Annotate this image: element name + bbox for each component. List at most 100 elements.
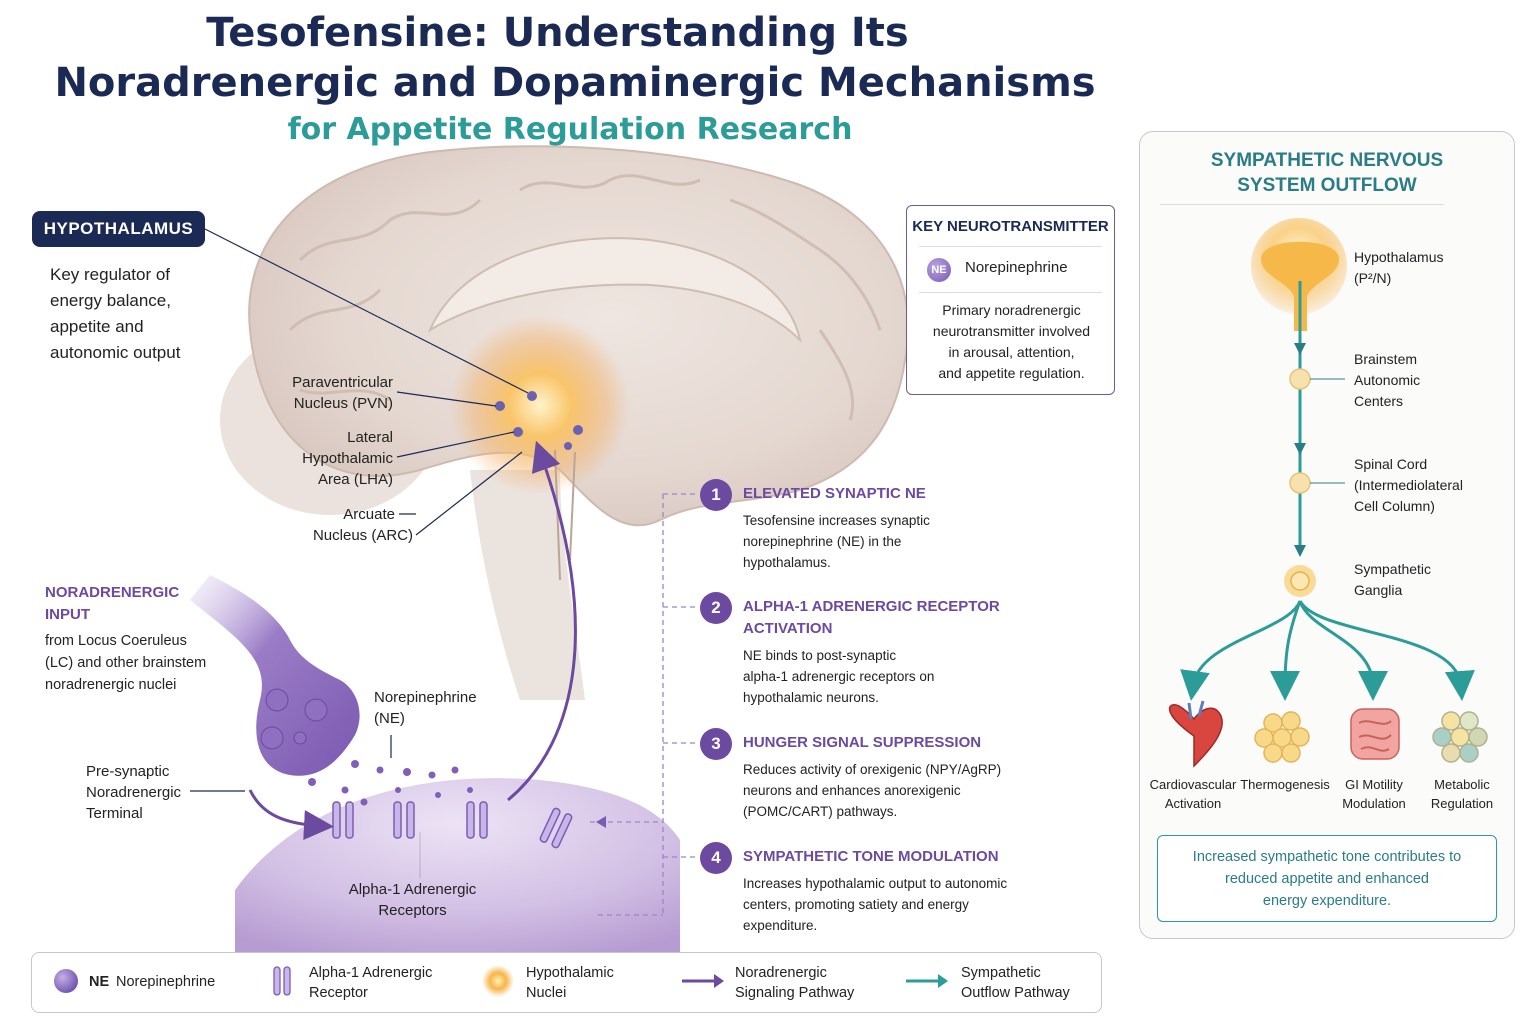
sns-node-line: Sympathetic (1354, 561, 1432, 577)
output-metabolic: Metabolic Regulation (1412, 775, 1512, 813)
step-desc-line: centers, promoting satiety and energy (743, 897, 969, 912)
sns-node-line: Brainstem (1354, 351, 1418, 367)
step-4-title: SYMPATHETIC TONE MODULATION (743, 846, 1003, 868)
arc-label: Arcuate (270, 504, 395, 525)
legend-sympathetic-arrow-icon (906, 974, 948, 988)
page-title-line2: Noradrenergic and Dopaminergic Mechanism… (54, 60, 1096, 106)
noradrenergic-desc-line: from Locus Coeruleus (45, 633, 187, 649)
hypothalamus-desc-line: Key regulator of (50, 265, 171, 284)
step-title-line: SYMPATHETIC TONE MODULATION (743, 848, 999, 865)
sns-node-line: Cell Column) (1354, 498, 1435, 514)
step-4-number: 4 (700, 842, 732, 874)
presynaptic-terminal-label: Pre-synaptic Noradrenergic Terminal (86, 761, 196, 824)
step-2-description: NE binds to post-synaptic alpha-1 adrene… (743, 645, 1013, 708)
legend-noradrenergic-arrow-icon (682, 974, 724, 988)
sns-node-line: (P²/N) (1354, 270, 1392, 286)
lha-label-line: Area (LHA) (317, 471, 393, 488)
legend-line: Noradrenergic (735, 965, 827, 981)
noradrenergic-title-line: INPUT (45, 606, 90, 623)
output-gi-motility: GI Motility Modulation (1324, 775, 1424, 813)
lha-label-line: Lateral (347, 429, 393, 446)
output-label-line: Activation (1164, 796, 1222, 811)
step-desc-line: alpha-1 adrenergic receptors on (743, 669, 935, 684)
step-title-line: ALPHA-1 ADRENERGIC RECEPTOR (743, 598, 1000, 615)
page-subtitle: for Appetite Regulation Research (287, 112, 853, 147)
step-desc-line: neurons and enhances anorexigenic (743, 783, 961, 798)
step-desc-line: NE binds to post-synaptic (743, 648, 897, 663)
key-neurotransmitter-title: KEY NEUROTRANSMITTER (912, 218, 1109, 235)
legend-ne-icon (54, 969, 78, 993)
sns-title-line: SYSTEM OUTFLOW (1237, 175, 1417, 196)
divider (919, 292, 1102, 293)
step-desc-line: hypothalamic neurons. (743, 690, 879, 705)
legend-line: Hypothalamic (526, 965, 614, 981)
noradrenergic-desc-line: (LC) and other brainstem (45, 655, 207, 671)
legend: NE Norepinephrine Alpha-1 Adrenergic Rec… (31, 952, 1102, 1013)
hypothalamus-desc-line: autonomic output (50, 343, 181, 362)
sns-node-line: (Intermediolateral (1354, 477, 1463, 493)
intestine-icon (1350, 708, 1400, 760)
legend-icons (54, 965, 948, 997)
fat-cells-icon (1254, 711, 1310, 763)
note-line: Increased sympathetic tone contributes t… (1192, 849, 1462, 865)
step-3-description: Reduces activity of orexigenic (NPY/AgRP… (743, 759, 1013, 822)
output-label-line: GI Motility (1345, 777, 1403, 792)
sympathetic-outflow-title: SYMPATHETIC NERVOUS SYSTEM OUTFLOW (1140, 148, 1514, 198)
step-desc-line: expenditure. (743, 918, 818, 933)
sns-node-line: Autonomic (1354, 372, 1421, 388)
step-2-number: 2 (700, 592, 732, 624)
legend-line: Receptor (309, 985, 368, 1001)
legend-sympathetic-label: Sympathetic Outflow Pathway (961, 963, 1070, 1003)
arc-label-line: Arcuate (343, 506, 395, 523)
hypothalamus-desc-line: appetite and (50, 317, 144, 336)
noradrenergic-title-line: NORADRENERGIC (45, 584, 180, 601)
step-title-line: ELEVATED SYNAPTIC NE (743, 485, 926, 502)
arc-label-line: Nucleus (ARC) (312, 527, 413, 544)
step-desc-line: Reduces activity of orexigenic (NPY/AgRP… (743, 762, 1002, 777)
receptors-label: Alpha-1 Adrenergic Receptors (335, 879, 490, 921)
note-line: reduced appetite and enhanced (1225, 871, 1429, 887)
ne-label-line: Norepinephrine (374, 689, 477, 706)
output-label-line: Regulation (1430, 796, 1494, 811)
legend-ne-label: Norepinephrine (116, 974, 216, 990)
legend-receptor-label: Alpha-1 Adrenergic Receptor (309, 963, 432, 1003)
sns-node-line: Hypothalamus (1354, 249, 1444, 265)
sympathetic-pathway-diagram (1168, 218, 1488, 768)
step-desc-line: norepinephrine (NE) in the (743, 534, 902, 549)
page-title-line1: Tesofensine: Understanding Its (206, 10, 909, 56)
legend-line: Sympathetic (961, 965, 1041, 981)
sns-node-spinal-cord: Spinal Cord (Intermediolateral Cell Colu… (1354, 454, 1504, 517)
norepinephrine-label: Norepinephrine (NE) (374, 687, 494, 729)
sns-node-line: Ganglia (1354, 582, 1403, 598)
presynaptic-label-line: Noradrenergic (86, 784, 182, 801)
divider (1160, 204, 1444, 205)
hypothalamus-desc-line: energy balance, (50, 291, 171, 310)
sns-node-brainstem: Brainstem Autonomic Centers (1354, 349, 1494, 412)
sns-node-line: Spinal Cord (1354, 456, 1428, 472)
key-desc-line: and appetite regulation. (938, 365, 1085, 381)
hypothalamus-badge: HYPOTHALAMUS (32, 211, 205, 247)
output-cardiovascular: Cardiovascular Activation (1143, 775, 1243, 813)
pvn-label: Paraventricular Nucleus (PVN) (250, 372, 393, 414)
note-line: energy expenditure. (1262, 893, 1392, 909)
legend-receptor-icon (273, 966, 291, 996)
key-neurotransmitter-description: Primary noradrenergic neurotransmitter i… (917, 300, 1106, 384)
ne-molecule-icon: NE (927, 258, 951, 282)
step-1-title: ELEVATED SYNAPTIC NE (743, 483, 1003, 505)
output-label-line: Modulation (1342, 796, 1406, 811)
legend-line: Outflow Pathway (961, 985, 1070, 1001)
legend-ne-abbr: NE (89, 974, 110, 990)
step-title-line: HUNGER SIGNAL SUPPRESSION (743, 734, 982, 751)
noradrenergic-input-description: from Locus Coeruleus (LC) and other brai… (45, 630, 245, 696)
step-3-title: HUNGER SIGNAL SUPPRESSION (743, 732, 1003, 754)
receptors-label-line: Receptors (378, 902, 447, 919)
presynaptic-label-line: Terminal (86, 805, 143, 822)
step-desc-line: (POMC/CART) pathways. (743, 804, 898, 819)
key-desc-line: in arousal, attention, (948, 344, 1075, 360)
output-label-line: Cardiovascular (1149, 777, 1237, 792)
output-label-line: Thermogenesis (1240, 777, 1330, 792)
metabolic-cells-icon (1432, 711, 1488, 763)
sympathetic-summary-note: Increased sympathetic tone contributes t… (1157, 835, 1497, 922)
step-4-description: Increases hypothalamic output to autonom… (743, 873, 1013, 936)
sns-node-hypothalamus: Hypothalamus (P²/N) (1354, 247, 1494, 289)
